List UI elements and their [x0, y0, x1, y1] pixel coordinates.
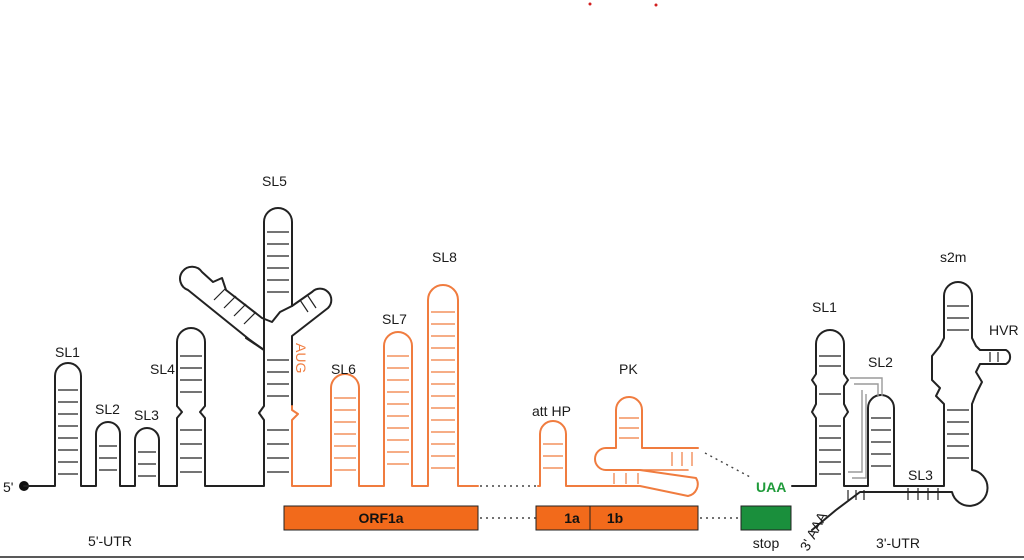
utr3-sl3-label: SL3 [908, 467, 933, 483]
five-prime-label: 5' [3, 479, 13, 495]
orf1a-label: ORF1a [358, 510, 403, 526]
orf-1a-label: 1a [564, 510, 580, 526]
three-prime-aaa-label: 3' AAA [797, 509, 831, 554]
sl8-label: SL8 [432, 249, 457, 265]
s2m-label: s2m [940, 249, 966, 265]
sl7-stem-pairs [387, 355, 409, 465]
sl4-stem-pairs [180, 355, 202, 473]
utr3-sl2-label: SL2 [868, 354, 893, 370]
pk-stem-pairs [613, 417, 693, 484]
sl5-stem-pairs [267, 231, 289, 473]
att-hp-stem [537, 420, 599, 487]
sl1-label: SL1 [55, 344, 80, 360]
aug-label: AUG [293, 343, 309, 373]
hvr-label: HVR [989, 322, 1019, 338]
utr3-sl3-pairs [847, 488, 939, 500]
sl8-stem-pairs [431, 311, 455, 469]
sl1-stem-pairs [58, 389, 78, 475]
sl7-label: SL7 [382, 311, 407, 327]
red-mark [588, 2, 592, 6]
orf1a-box [283, 505, 479, 531]
utr3-sl1-stem-pairs [819, 355, 841, 475]
sl6-stem-pairs [334, 397, 356, 471]
dotted-connector [704, 452, 753, 479]
sl6-label: SL6 [331, 361, 356, 377]
sl5-label: SL5 [262, 173, 287, 189]
stop-box [740, 505, 792, 531]
pk-structure [594, 396, 699, 497]
sl5-left-arm [179, 265, 293, 351]
orf1ab-box [535, 505, 699, 531]
att-hp-label: att HP [532, 403, 571, 419]
stop-label: stop [753, 535, 780, 551]
utr5-backbone [23, 327, 265, 487]
s2m-stem-pairs [947, 305, 999, 459]
sl5-right-arm-pairs [299, 295, 317, 313]
sl2-label: SL2 [95, 401, 120, 417]
orf-1b-label: 1b [607, 510, 623, 526]
utr3-label: 3'-UTR [876, 535, 920, 551]
sl5-stem [263, 207, 333, 407]
sl2-stem-pairs [99, 445, 117, 471]
utr3-sl2-stem-pairs [871, 417, 891, 467]
sl3-label: SL3 [134, 407, 159, 423]
att-hp-stem-pairs [543, 443, 563, 469]
utr3-backbone [791, 281, 1012, 531]
utr3-pk-lines [848, 377, 883, 479]
sl3-stem-pairs [138, 451, 156, 477]
sl4-label: SL4 [150, 361, 175, 377]
pk-label: PK [619, 361, 638, 377]
utr5-label: 5'-UTR [88, 533, 132, 549]
red-mark [654, 3, 658, 7]
utr3-sl1-label: SL1 [812, 299, 837, 315]
uaa-label: UAA [756, 479, 786, 495]
orf-backbone [291, 284, 479, 487]
sl5-left-arm-pairs [213, 287, 257, 325]
